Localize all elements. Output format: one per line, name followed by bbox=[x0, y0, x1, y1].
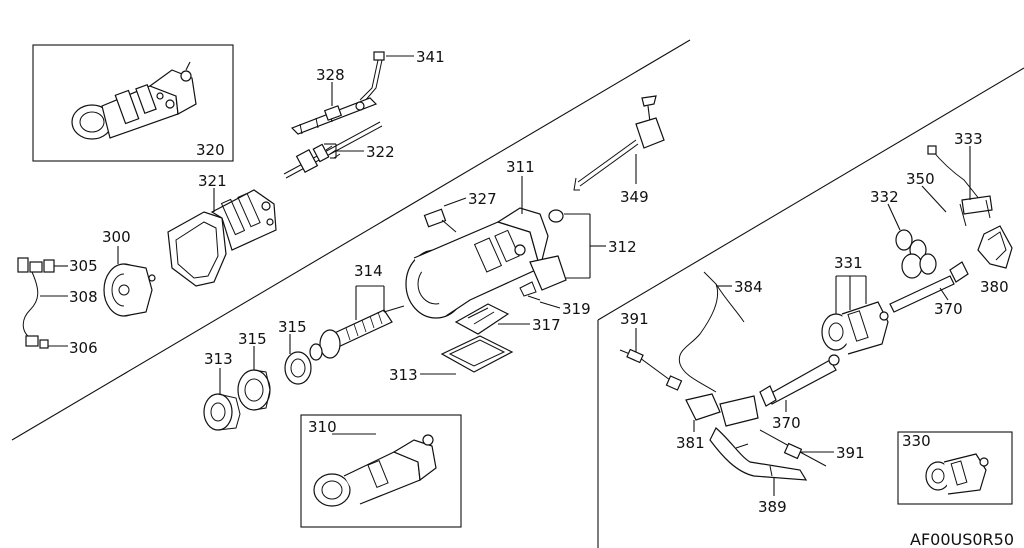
part-315-clutch-pack bbox=[237, 351, 312, 411]
divider-line-left bbox=[11, 39, 691, 441]
part-349-selector-lever bbox=[573, 95, 665, 191]
leader-350 bbox=[921, 185, 947, 213]
label-314: 314 bbox=[354, 262, 383, 280]
label-310: 310 bbox=[308, 418, 337, 436]
part-381-bracket bbox=[685, 393, 759, 427]
leader-327 bbox=[443, 197, 467, 207]
part-370-propeller-shaft-front bbox=[889, 261, 969, 313]
label-315-a: 315 bbox=[278, 318, 307, 336]
label-320: 320 bbox=[196, 141, 225, 159]
part-391-cable-rear bbox=[619, 348, 683, 391]
inset-box-310 bbox=[300, 414, 462, 528]
label-300: 300 bbox=[102, 228, 131, 246]
part-332-gear-set bbox=[895, 229, 937, 279]
part-314-shaft-assembly bbox=[309, 305, 405, 361]
part-308-harness bbox=[17, 257, 55, 349]
label-328: 328 bbox=[316, 66, 345, 84]
part-331-transfer-case bbox=[821, 301, 889, 355]
label-317: 317 bbox=[532, 316, 561, 334]
label-341: 341 bbox=[416, 48, 445, 66]
part-341-shift-lever bbox=[359, 51, 385, 103]
label-327: 327 bbox=[468, 190, 497, 208]
part-380-extension-housing bbox=[977, 225, 1013, 269]
part-389-crossmember bbox=[709, 427, 808, 481]
part-312-gasket-set bbox=[529, 209, 567, 291]
divider-line-right-diagonal bbox=[597, 67, 1024, 321]
inset-box-320 bbox=[32, 44, 234, 162]
part-391-cable-front bbox=[759, 429, 827, 467]
label-380: 380 bbox=[980, 278, 1009, 296]
label-331: 331 bbox=[834, 254, 863, 272]
part-327-sensor bbox=[423, 208, 457, 233]
part-313-oil-pan-gasket bbox=[440, 335, 514, 373]
label-312: 312 bbox=[608, 238, 637, 256]
part-321-transmission-case bbox=[167, 189, 277, 287]
label-315-b: 315 bbox=[238, 330, 267, 348]
part-317-valve-body bbox=[454, 303, 510, 335]
part-310-automatic-transmission bbox=[313, 434, 437, 507]
label-330: 330 bbox=[902, 432, 931, 450]
leader-370-upper bbox=[939, 287, 949, 301]
label-381: 381 bbox=[676, 434, 705, 452]
label-384: 384 bbox=[734, 278, 763, 296]
label-313-drum: 313 bbox=[204, 350, 233, 368]
part-384-harness bbox=[678, 271, 745, 393]
part-330-transfer-assembly bbox=[925, 453, 989, 495]
label-350: 350 bbox=[906, 170, 935, 188]
label-370-upper: 370 bbox=[934, 300, 963, 318]
part-311-automatic-transmission bbox=[405, 207, 549, 319]
label-333: 333 bbox=[954, 130, 983, 148]
label-332: 332 bbox=[870, 188, 899, 206]
diagram-code: AF00US0R50 bbox=[910, 530, 1014, 548]
label-319: 319 bbox=[562, 300, 591, 318]
label-389: 389 bbox=[758, 498, 787, 516]
part-319-clip bbox=[519, 281, 541, 301]
label-311: 311 bbox=[506, 158, 535, 176]
label-313-pan: 313 bbox=[389, 366, 418, 384]
part-313-drum bbox=[203, 393, 241, 431]
part-320-manual-transmission bbox=[71, 61, 197, 140]
inset-box-330 bbox=[897, 431, 1013, 505]
part-333-shift-fork bbox=[927, 145, 993, 227]
label-391-left: 391 bbox=[620, 310, 649, 328]
label-321: 321 bbox=[198, 172, 227, 190]
label-306: 306 bbox=[69, 339, 98, 357]
label-370-lower: 370 bbox=[772, 414, 801, 432]
label-305: 305 bbox=[69, 257, 98, 275]
label-322: 322 bbox=[366, 143, 395, 161]
part-370-propeller-shaft-rear bbox=[759, 354, 840, 407]
label-308: 308 bbox=[69, 288, 98, 306]
label-391-right: 391 bbox=[836, 444, 865, 462]
leader-319 bbox=[539, 301, 561, 309]
leader-332 bbox=[887, 203, 901, 231]
part-300-adapter bbox=[103, 263, 156, 317]
part-322-control-rod bbox=[283, 121, 383, 179]
label-349: 349 bbox=[620, 188, 649, 206]
part-328-shift-rod-assembly bbox=[290, 97, 378, 135]
